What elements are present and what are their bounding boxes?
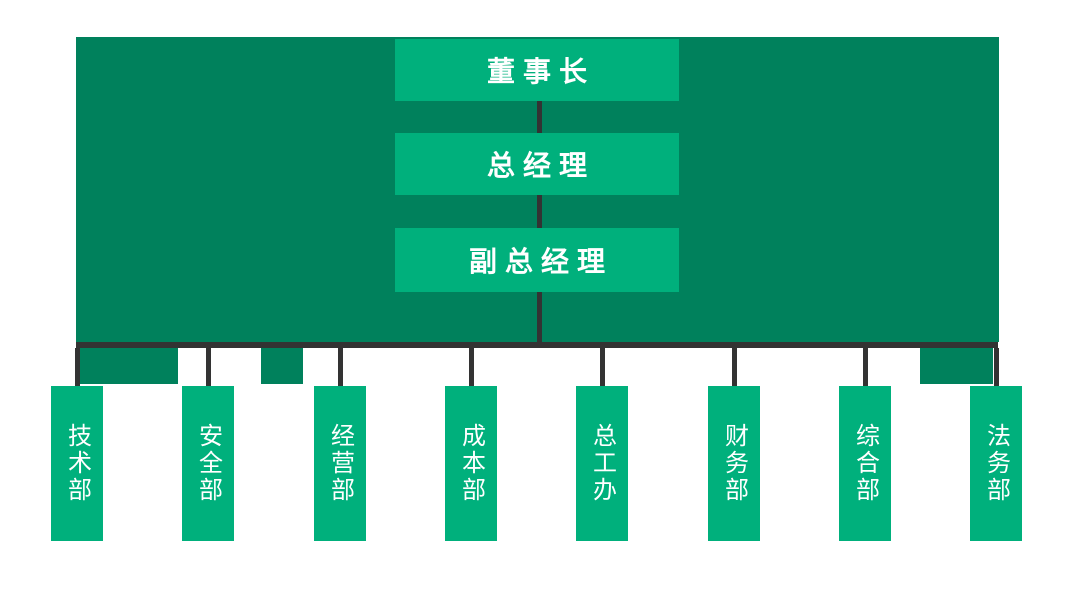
department-group: 综合部	[839, 348, 891, 541]
department-box: 成本部	[445, 386, 497, 541]
department-box: 安全部	[182, 386, 234, 541]
department-group: 经营部	[314, 348, 366, 541]
department-label: 经营部	[326, 423, 354, 504]
connector-line	[337, 348, 343, 386]
department-label: 财务部	[720, 423, 748, 504]
decor-tab	[80, 348, 178, 384]
department-box: 综合部	[839, 386, 891, 541]
department-label: 成本部	[457, 423, 485, 504]
department-group: 法务部	[970, 348, 1022, 541]
department-label: 技术部	[63, 423, 91, 504]
chairman-box: 董事长	[395, 39, 679, 101]
department-box: 经营部	[314, 386, 366, 541]
department-group: 总工办	[576, 348, 628, 541]
department-label: 综合部	[851, 423, 879, 504]
connector-line	[862, 348, 868, 386]
department-box: 总工办	[576, 386, 628, 541]
department-label: 法务部	[982, 423, 1010, 504]
vertical-connector-line	[537, 100, 542, 342]
decor-tab	[920, 348, 993, 384]
connector-line	[731, 348, 737, 386]
department-box: 财务部	[708, 386, 760, 541]
department-group: 成本部	[445, 348, 497, 541]
connector-line	[205, 348, 211, 386]
general-manager-box: 总经理	[395, 133, 679, 195]
connector-line	[599, 348, 605, 386]
department-group: 财务部	[708, 348, 760, 541]
deputy-general-manager-box: 副总经理	[395, 228, 679, 292]
department-label: 总工办	[588, 423, 616, 504]
decor-tab	[261, 348, 303, 384]
deputy-general-manager-label: 副总经理	[468, 246, 613, 277]
department-group: 技术部	[51, 348, 103, 541]
horizontal-connector-bus	[76, 342, 998, 348]
general-manager-label: 总经理	[486, 150, 595, 181]
department-box: 法务部	[970, 386, 1022, 541]
connector-line	[74, 348, 80, 386]
connector-line	[468, 348, 474, 386]
chairman-label: 董事长	[486, 56, 595, 87]
department-label: 安全部	[194, 423, 222, 504]
connector-line	[993, 348, 999, 386]
department-group: 安全部	[182, 348, 234, 541]
department-box: 技术部	[51, 386, 103, 541]
